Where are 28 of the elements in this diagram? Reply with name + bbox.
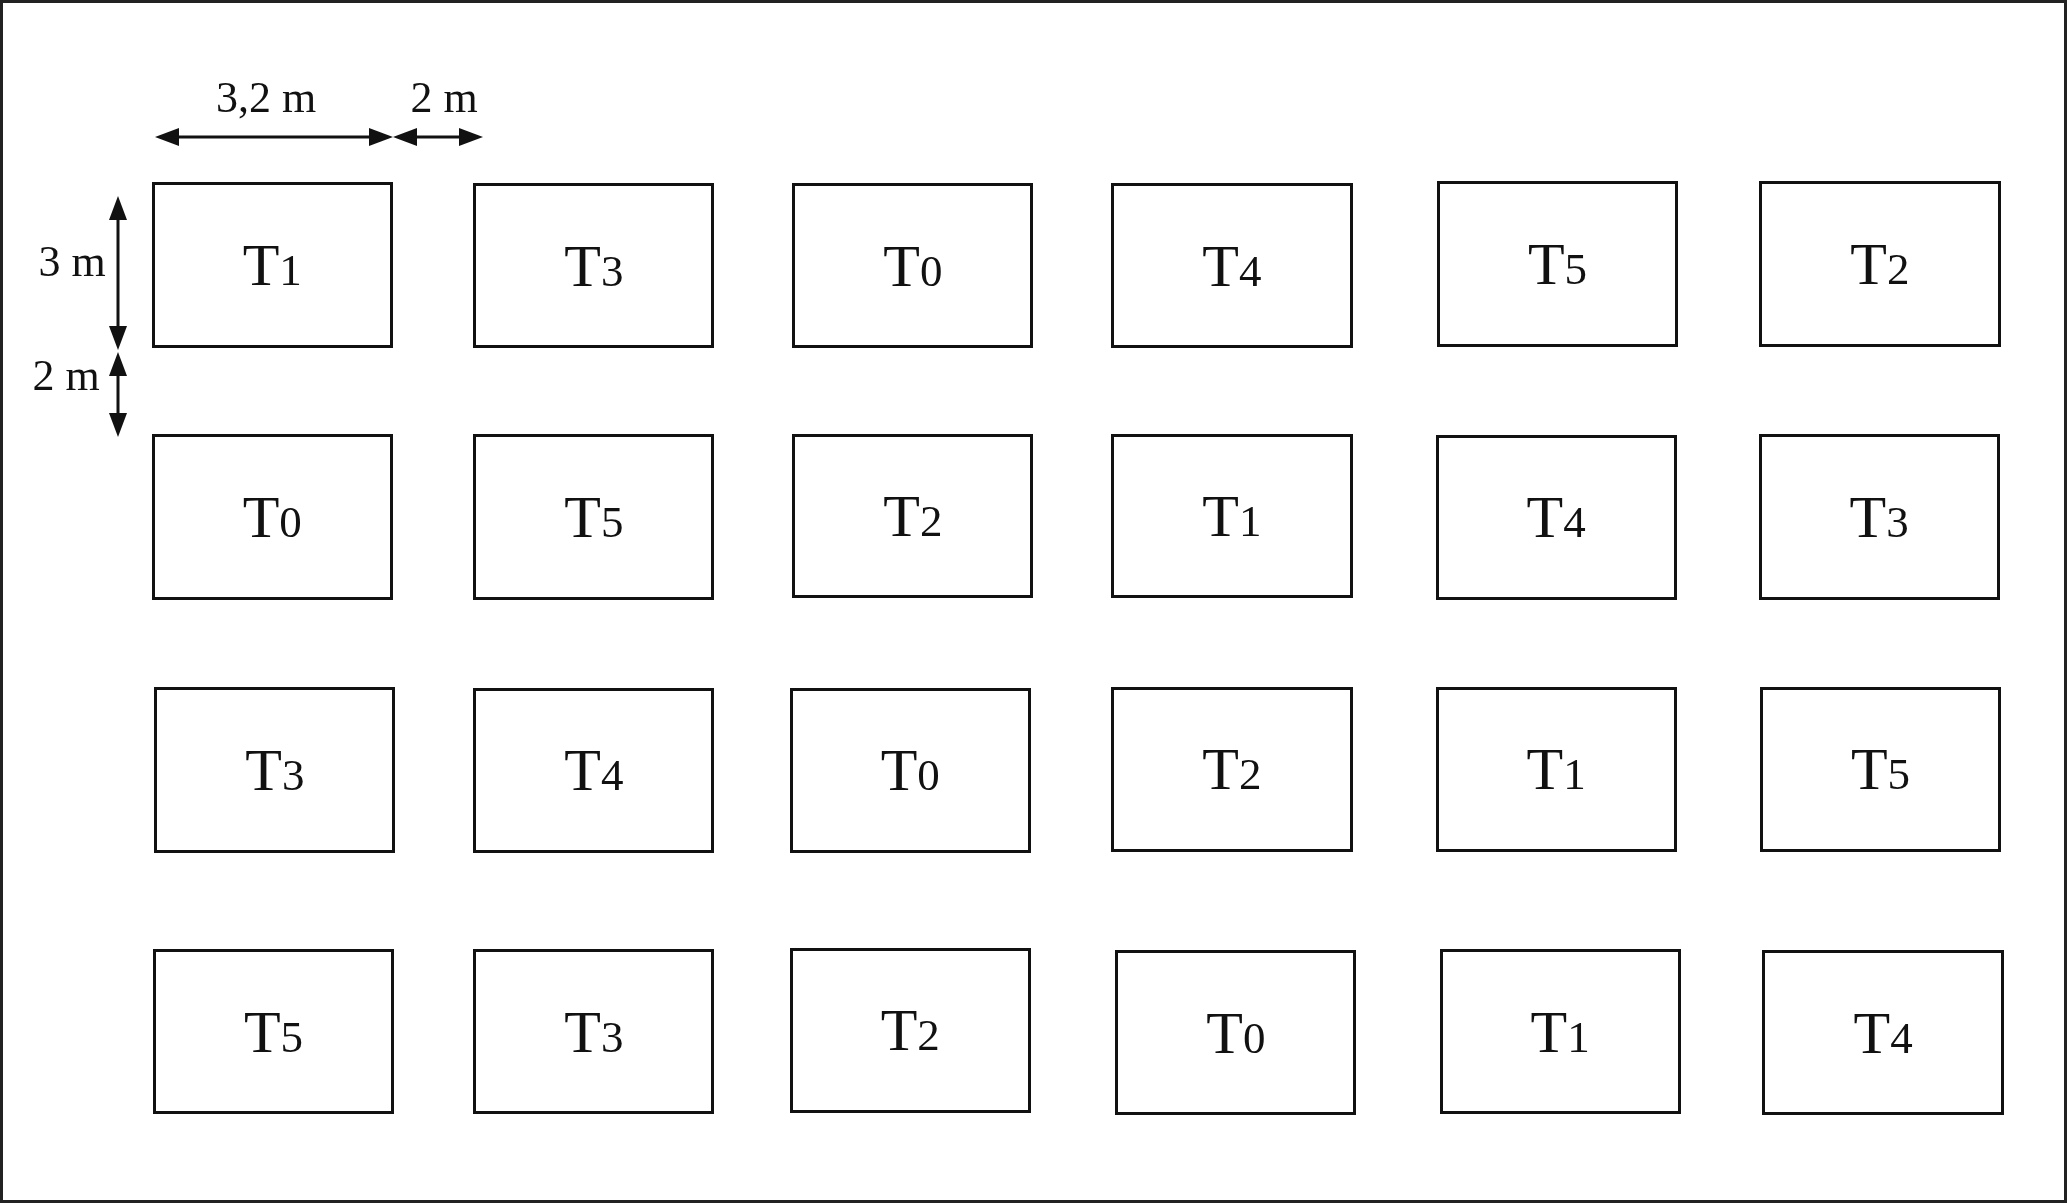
dimension-label: 3,2 m bbox=[215, 76, 317, 120]
plot-box bbox=[1111, 433, 1353, 599]
dimension-label: 2 m bbox=[410, 76, 478, 120]
plot-box bbox=[1436, 180, 1679, 347]
plot-box bbox=[154, 686, 396, 853]
plot-box bbox=[473, 949, 715, 1114]
plot-box bbox=[1762, 950, 2004, 1116]
plot-box bbox=[1115, 950, 1357, 1116]
dimension-label: 3 m bbox=[38, 240, 106, 284]
plot-box bbox=[789, 688, 1031, 853]
plot-box bbox=[473, 183, 715, 348]
plot-box bbox=[1111, 686, 1353, 852]
plot-box bbox=[792, 433, 1034, 599]
plot-box bbox=[1758, 180, 2002, 347]
plot-box bbox=[792, 183, 1034, 348]
plot-box bbox=[1759, 686, 2002, 852]
plot-box bbox=[473, 433, 715, 600]
plot-box bbox=[1435, 686, 1677, 852]
plot-box bbox=[1111, 183, 1353, 348]
plot-box bbox=[1758, 433, 2000, 600]
plot-box bbox=[473, 688, 715, 853]
plot-box bbox=[1435, 435, 1677, 600]
plot-box bbox=[152, 949, 395, 1114]
dimension-label: 2 m bbox=[32, 354, 100, 398]
plot-box bbox=[1439, 949, 1681, 1114]
plot-box bbox=[151, 181, 393, 348]
plot-box bbox=[789, 947, 1031, 1113]
plot-box bbox=[151, 433, 393, 600]
